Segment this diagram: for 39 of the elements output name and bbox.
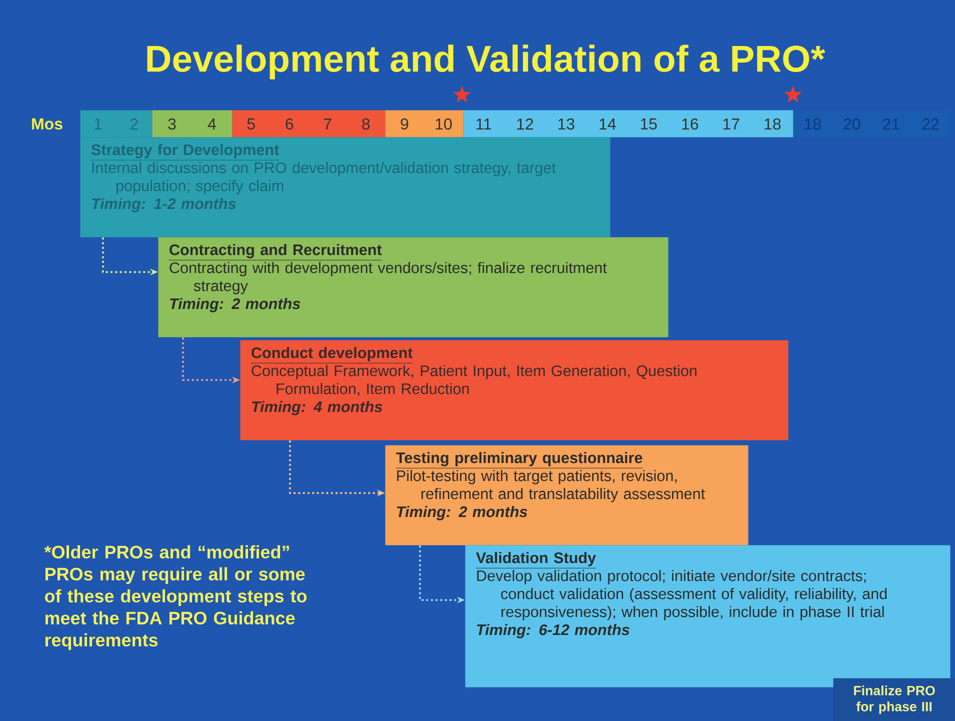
month-number: 15 xyxy=(640,118,657,130)
step-description: Develop validation protocol; initiate vendor/site contracts; conduct validation (assessment of validity, reliability, and responsiveness); when possible, include in phase II trial xyxy=(477,570,887,620)
month-number: 18 xyxy=(764,118,781,130)
month-number: 12 xyxy=(517,118,533,130)
month-number: 13 xyxy=(558,118,574,130)
month-number: 7 xyxy=(324,118,332,130)
month-number: 14 xyxy=(600,118,616,130)
axis-label: Mos xyxy=(32,118,62,130)
step-box xyxy=(465,545,950,688)
step-heading: Strategy for Development xyxy=(90,144,280,160)
timing-text: Timing: 1-2 months xyxy=(92,198,236,212)
step-description: Contracting with development vendors/sites; finalize recruitment strategy xyxy=(170,262,607,294)
step-heading: Testing preliminary questionnaire xyxy=(396,452,643,468)
month-number: 3 xyxy=(168,118,176,130)
step-description: Pilot-testing with target patients, revision, refinement and translatability assessment xyxy=(397,470,705,502)
step-box xyxy=(240,340,788,440)
step-description: Conceptual Framework, Patient Input, Item Generation, Question Formulation, Item Reduction xyxy=(252,364,696,396)
month-number: 4 xyxy=(208,118,216,130)
month-number: 11 xyxy=(476,118,492,130)
step-heading: Validation Study xyxy=(476,552,596,568)
month-number: 6 xyxy=(286,118,294,130)
month-number: 10 xyxy=(436,118,452,130)
milestone-box: Finalize PRO for phase III xyxy=(833,678,955,721)
step-description: Internal discussions on PRO development/validation strategy, target population; specify claim xyxy=(92,162,556,194)
month-number: 5 xyxy=(247,118,255,130)
title: Development and Validation of a PRO* xyxy=(147,44,826,80)
step-box xyxy=(385,445,748,546)
footnote-text: *Older PROs and “modified” PROs may require all or some of these development steps to meet the FDA PRO Guidance requirements xyxy=(44,545,307,650)
timing-text: Timing: 4 months xyxy=(252,400,382,416)
month-number: 16 xyxy=(682,118,698,130)
month-number: 9 xyxy=(400,118,408,130)
timing-text: Timing: 6-12 months xyxy=(477,624,630,638)
month-number: 17 xyxy=(723,118,740,130)
month-number: 8 xyxy=(362,118,370,130)
step-heading: Conduct development xyxy=(250,346,414,364)
step-box xyxy=(158,237,668,338)
timing-text: Timing: 2 months xyxy=(170,298,300,312)
timing-text: Timing: 2 months xyxy=(397,506,528,520)
step-heading: Contracting and Recruitment xyxy=(168,244,382,260)
